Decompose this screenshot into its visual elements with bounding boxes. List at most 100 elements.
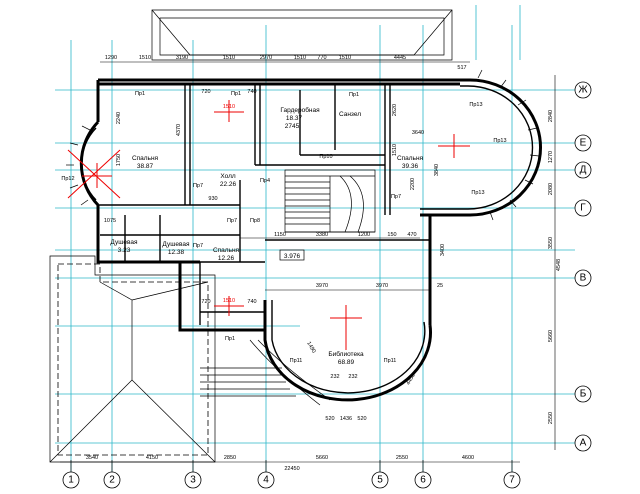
room-library: Библиотека [328, 350, 364, 358]
axis-5-label: 5 [377, 475, 383, 486]
dim-red-2: 1510 [223, 298, 235, 304]
staircase [284, 169, 376, 233]
axis-b-label: Б [580, 389, 587, 400]
right-dimensions: 2840 1270 2080 3550 4548 5660 2550 [548, 110, 562, 424]
room-library-area: 68.89 [338, 359, 355, 366]
axis-markers-right: Ж Е Д Г В Б А [574, 81, 592, 452]
dim-inner-24: 1436 [340, 416, 352, 422]
dim-top-4: 1510 [223, 55, 235, 61]
dim-inner-23: 520 [325, 416, 334, 422]
dim-inner-15: 930 [208, 196, 217, 202]
roof-outline [49, 9, 453, 463]
dimension-lines [60, 61, 556, 463]
dim-right-7: 2550 [548, 412, 554, 424]
opening-pr8: Пр8 [250, 218, 260, 224]
axis-7-marker [503, 471, 521, 489]
axis-b-marker [574, 385, 592, 403]
dim-top-9: 4445 [394, 55, 406, 61]
dim-bottom-total: 22450 [284, 466, 299, 472]
axis-1-marker [62, 471, 80, 489]
dim-top-5: 2970 [260, 55, 272, 61]
dim-inner-22: 232 [348, 374, 357, 380]
dim-inner-9: 3640 [412, 130, 424, 136]
room-bedroom-center-area: 12.26 [218, 255, 235, 262]
dim-inner-14: 1075 [104, 218, 116, 224]
dim-inner-30: 740 [247, 299, 256, 305]
room-wardrobe-area: 18.37 [286, 115, 303, 122]
axis-g-label: Г [580, 203, 586, 214]
opening-pr13-a: Пр13 [469, 102, 482, 108]
opening-pr7-a: Пр7 [193, 183, 203, 189]
dim-inner-25: 520 [357, 416, 366, 422]
dim-top-8: 1510 [339, 55, 351, 61]
room-shower2: Душевая [162, 241, 190, 248]
dim-inner-3: 1150 [274, 232, 286, 238]
interior-walls [98, 84, 430, 313]
dim-top-3: 3190 [176, 55, 188, 61]
axis-2-label: 2 [109, 475, 115, 486]
opening-pr7-d: Пр7 [227, 218, 237, 224]
room-stair-area: 3.976 [284, 253, 301, 260]
dim-bottom-5: 2550 [396, 455, 408, 461]
dim-inner-18: 3400 [440, 244, 446, 256]
dim-inner-13: 2200 [410, 178, 416, 190]
axis-3-label: 3 [190, 475, 196, 486]
outdoor-stair [200, 339, 331, 406]
room-bathroom-top: Санзел [339, 111, 361, 118]
opening-pr1-a: Пр1 [135, 91, 145, 97]
room-bedroom-right-area: 39.36 [402, 163, 419, 170]
dim-bottom-1: 3540 [86, 455, 98, 461]
axis-2-marker [103, 471, 121, 489]
dim-top-2: 1510 [139, 55, 151, 61]
opening-pr13-c: Пр13 [471, 190, 484, 196]
axis-6-marker [414, 471, 432, 489]
room-labels: Спальня 38.87 Гардеробная 18.37 2745 Сан… [110, 106, 423, 366]
room-markers [67, 100, 470, 350]
dim-top-6: 1510 [294, 55, 306, 61]
axis-g-marker [574, 199, 592, 217]
axis-zh-label: Ж [578, 85, 588, 96]
axis-e-label: Е [580, 138, 587, 149]
exterior-walls [79, 78, 543, 402]
axis-grid [55, 5, 575, 474]
axis-5-marker [371, 471, 389, 489]
bay-ticks [66, 69, 540, 221]
axis-4-marker [257, 471, 275, 489]
opening-pr12: Пр12 [61, 176, 74, 182]
axis-d-label: Д [580, 165, 587, 176]
dim-top-7: 770 [317, 55, 326, 61]
room-shower: Душевая [110, 239, 138, 246]
room-shower-area: 3.23 [118, 247, 131, 254]
opening-pr11-b: Пр11 [384, 358, 397, 364]
dim-inner-11: 2620 [392, 104, 398, 116]
dim-inner-8: 1750 [116, 154, 122, 166]
axis-d-marker [574, 161, 592, 179]
room-shower2-area: 12.38 [168, 249, 185, 256]
dim-inner-10: 3840 [434, 164, 440, 176]
opening-pr11-a: Пр11 [290, 358, 303, 364]
axis-1-label: 1 [68, 475, 74, 486]
opening-pr7-c: Пр7 [391, 194, 401, 200]
dim-red-1: 1510 [223, 104, 235, 110]
dim-inner-6: 2240 [116, 112, 122, 124]
opening-pr13-b: Пр13 [493, 138, 506, 144]
axis-6-label: 6 [420, 475, 426, 486]
room-bedroom-left-area: 38.87 [137, 163, 154, 170]
dim-inner-20: 1490 [305, 341, 316, 355]
axis-3-marker [184, 471, 202, 489]
dim-right-5: 4548 [556, 259, 562, 271]
dim-right-4: 3550 [548, 237, 554, 249]
dim-right-6: 5660 [548, 330, 554, 342]
dim-right-1: 2840 [548, 110, 554, 122]
axis-7-label: 7 [509, 475, 515, 486]
inner-dimensions: 3970 3970 1150 3380 1200 2240 4370 1750 … [104, 89, 446, 422]
axis-zh-marker [574, 81, 592, 99]
dim-bottom-3: 2850 [224, 455, 236, 461]
room-hall-area: 22.26 [220, 181, 237, 188]
dim-inner-16: 720 [201, 89, 210, 95]
room-bedroom-center: Спальня [213, 247, 240, 254]
dim-inner-27: 470 [407, 232, 416, 238]
room-wardrobe-area2: 2745 [285, 123, 300, 130]
room-hall: Холл [220, 173, 236, 180]
